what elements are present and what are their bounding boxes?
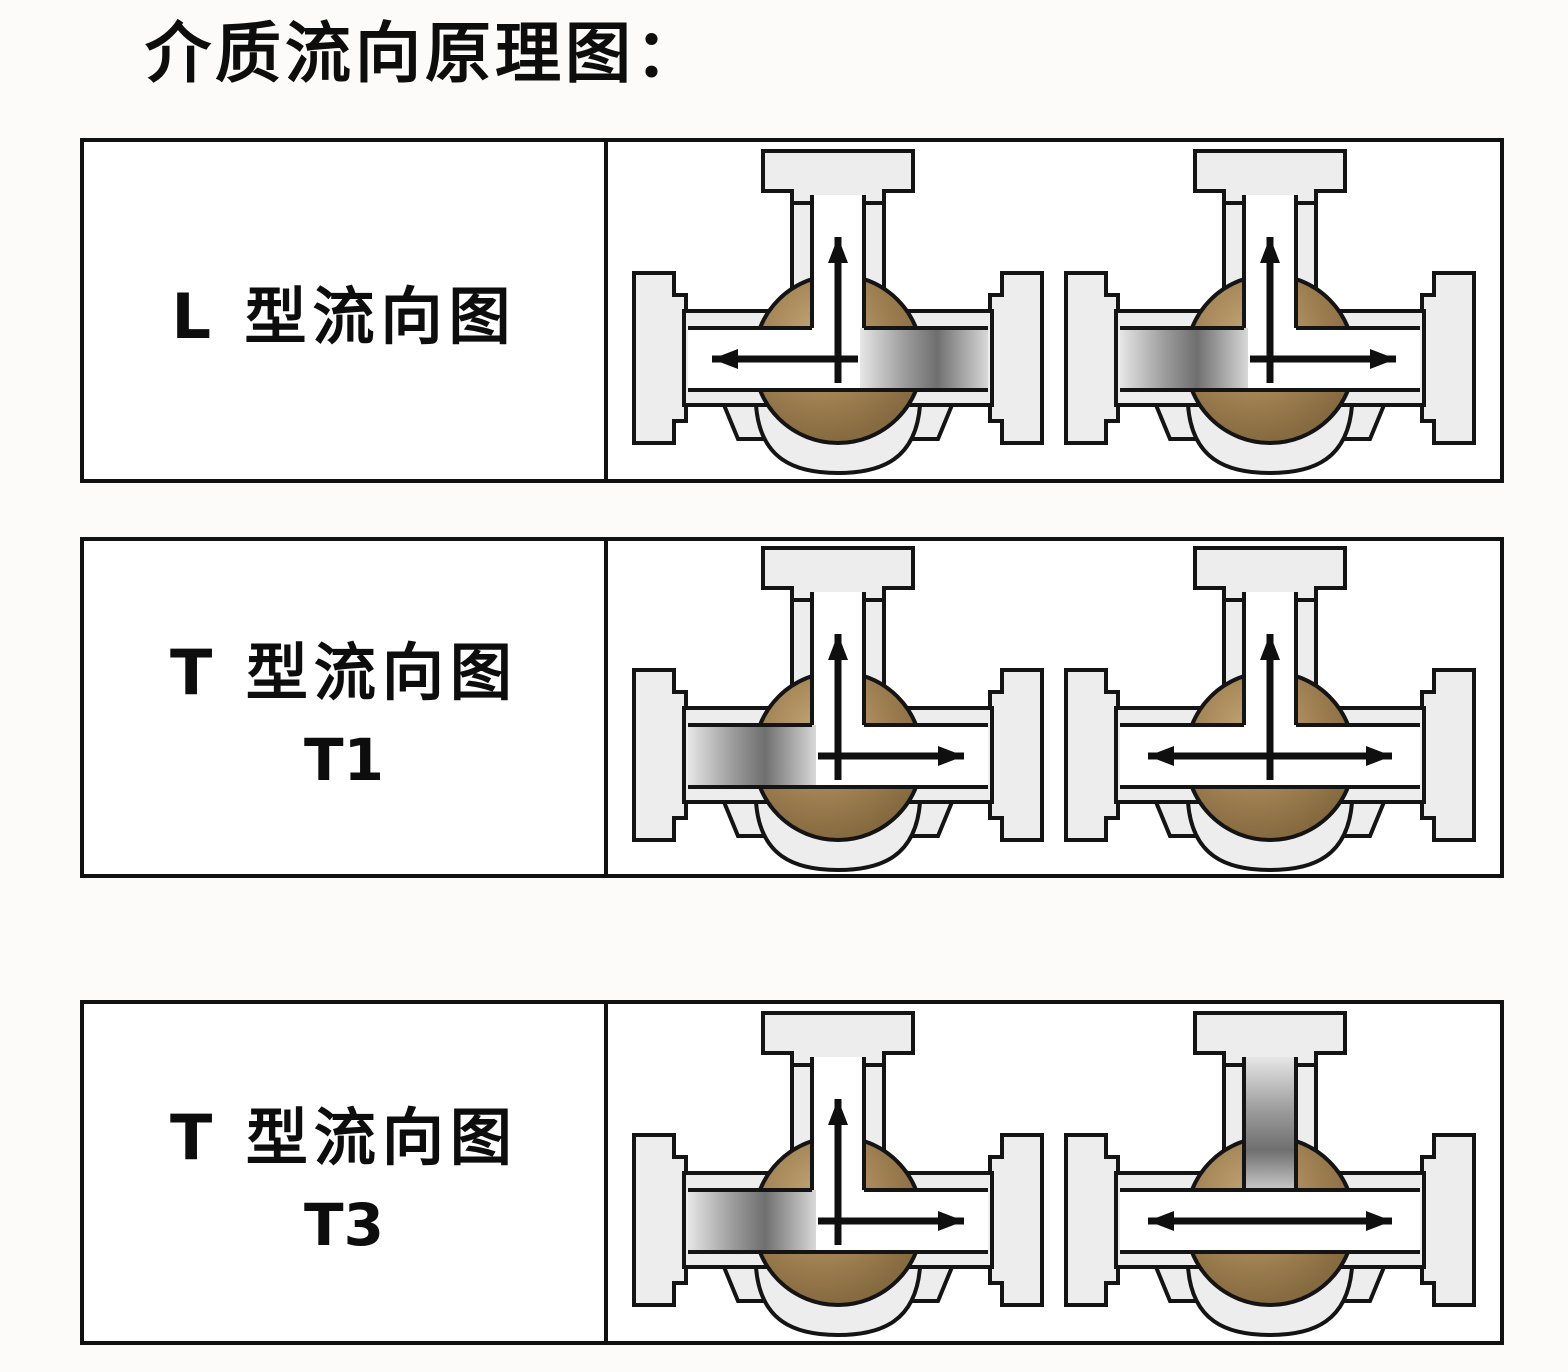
row-label-text: T 型流向图 (170, 635, 518, 709)
valve-cross-section (632, 1010, 1044, 1337)
valve-T1-state-all-open (1060, 542, 1480, 874)
valve-cross-section (1064, 148, 1476, 475)
valve-cross-section (1064, 545, 1476, 872)
valve-T3-state-horizontal (1060, 1007, 1480, 1339)
flow-row-l-type: L 型流向图 (80, 138, 1504, 483)
row-sublabel-text: T3 (304, 1190, 384, 1259)
page-title: 介质流向原理图： (145, 15, 705, 92)
row-label-cell: T 型流向图 T3 (84, 1004, 608, 1341)
valve-illustration-cell (608, 1004, 1500, 1341)
flow-row-t1-type: T 型流向图 T1 (80, 537, 1504, 878)
valve-L-state-up-right (1060, 145, 1480, 477)
row-label-text: T 型流向图 (170, 1100, 518, 1174)
row-label-cell: T 型流向图 T1 (84, 541, 608, 874)
valve-cross-section (1064, 1010, 1476, 1337)
row-label-cell: L 型流向图 (84, 142, 608, 479)
valve-illustration-cell (608, 541, 1500, 874)
valve-cross-section (632, 148, 1044, 475)
flow-row-t3-type: T 型流向图 T3 (80, 1000, 1504, 1345)
valve-T1-state-up-right (628, 542, 1048, 874)
row-label-text: L 型流向图 (171, 279, 517, 353)
valve-T3-state-up-right (628, 1007, 1048, 1339)
row-sublabel-text: T1 (304, 725, 384, 794)
valve-cross-section (632, 545, 1044, 872)
valve-illustration-cell (608, 142, 1500, 479)
valve-L-state-up-left (628, 145, 1048, 477)
